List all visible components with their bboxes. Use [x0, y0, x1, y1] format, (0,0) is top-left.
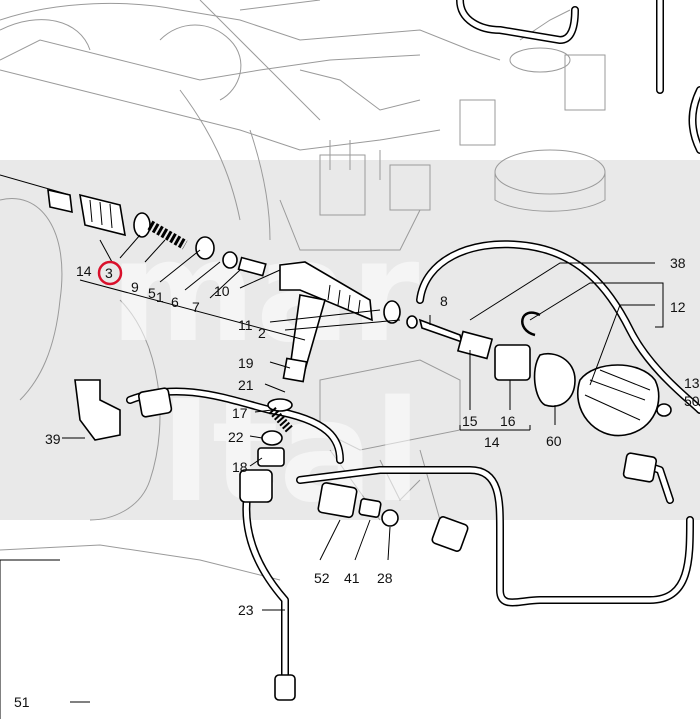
callout-16[interactable]: 16: [500, 413, 516, 429]
callout-14[interactable]: 14: [76, 263, 92, 279]
callout-13[interactable]: 13: [684, 375, 700, 391]
callout-9[interactable]: 9: [131, 279, 139, 295]
part-ring-28: [381, 509, 399, 527]
group-valve-assembly: [0, 174, 660, 437]
callout-10[interactable]: 10: [214, 283, 230, 299]
part-fitting-23: [239, 469, 273, 503]
part-nut-16: [494, 344, 531, 381]
callout-19[interactable]: 19: [238, 355, 254, 371]
callout-51[interactable]: 51: [14, 694, 30, 710]
callout-1[interactable]: 1: [156, 289, 164, 305]
callout-22[interactable]: 22: [228, 429, 244, 445]
callout-41[interactable]: 41: [344, 570, 360, 586]
watermark-text-1: mar: [110, 211, 419, 374]
leader-lines: [62, 234, 664, 703]
callout-17[interactable]: 17: [232, 405, 248, 421]
part-fitting-52: [317, 482, 358, 519]
part-screw-15: [456, 330, 494, 360]
highlight-ring: [97, 260, 123, 286]
part-seal-6: [222, 251, 238, 269]
callout-11[interactable]: 11: [238, 317, 253, 333]
part-washer-18: [257, 447, 285, 467]
part-pin-7: [237, 256, 267, 277]
callout-6[interactable]: 6: [171, 294, 179, 310]
callout-7[interactable]: 7: [192, 299, 200, 315]
callout-8[interactable]: 8: [440, 293, 448, 309]
callout-39[interactable]: 39: [45, 431, 61, 447]
callout-38[interactable]: 38: [670, 255, 686, 271]
callout-21[interactable]: 21: [238, 377, 254, 393]
callout-14-bracket[interactable]: 14: [484, 434, 500, 450]
callout-12[interactable]: 12: [670, 299, 686, 315]
part-nut-60: [533, 353, 576, 407]
callout-50[interactable]: 50: [684, 393, 700, 409]
part-circlip: [521, 311, 541, 337]
part-washer-5: [195, 236, 215, 260]
callout-15[interactable]: 15: [462, 413, 478, 429]
callout-23[interactable]: 23: [238, 602, 254, 618]
part-fitting-body: [79, 193, 126, 237]
callout-60[interactable]: 60: [546, 433, 562, 449]
part-nut-11: [383, 300, 401, 324]
callout-28[interactable]: 28: [377, 570, 393, 586]
part-13: [656, 403, 672, 417]
part-spring-9: [147, 220, 188, 250]
callout-labels: 38 12 14 3 9 5 6 7 1 10 11 2 8 19 21 17 …: [14, 255, 700, 710]
callout-3[interactable]: 3: [105, 265, 113, 281]
part-nut-41: [358, 498, 382, 518]
part-seal-22: [261, 430, 283, 446]
callout-18[interactable]: 18: [232, 459, 248, 475]
callout-52[interactable]: 52: [314, 570, 330, 586]
callout-2[interactable]: 2: [258, 325, 266, 341]
callout-5[interactable]: 5: [148, 285, 156, 301]
part-o-ring-3: [133, 212, 151, 238]
part-nut-left: [47, 188, 73, 214]
part-elbow-39: [74, 379, 121, 441]
